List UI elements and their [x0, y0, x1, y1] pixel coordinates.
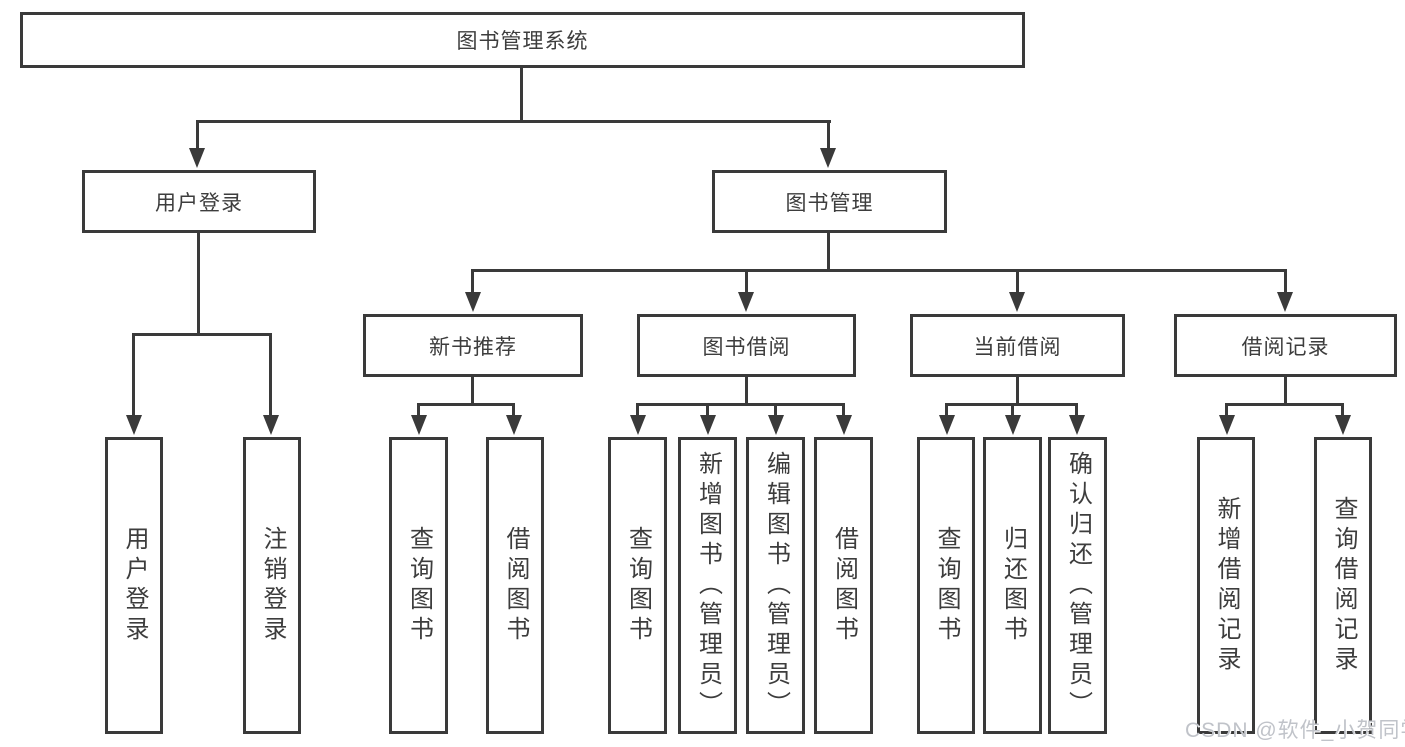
node-new-book-recommend-label: 新书推荐 — [429, 335, 517, 359]
leaf-user-login-label: 用户登录 — [121, 525, 148, 646]
leaf-query-books-2-label: 查询图书 — [624, 525, 652, 646]
connector-user-login-stem — [197, 233, 200, 335]
leaf-return-books-label: 归还图书 — [999, 525, 1027, 646]
leaf-add-borrow-record: 新增借阅记录 — [1197, 437, 1255, 734]
arrowhead-leaf13 — [1335, 415, 1351, 435]
arrowhead-leaf-user-login — [126, 415, 142, 435]
node-book-mgmt: 图书管理 — [712, 170, 947, 233]
node-current-borrowing: 当前借阅 — [910, 314, 1125, 377]
connector-leaf6-drop — [706, 403, 709, 417]
leaf-edit-books-admin-label: 编辑图书（管理员） — [762, 450, 790, 721]
connector-borrow-branch — [636, 403, 844, 406]
node-root-label: 图书管理系统 — [456, 30, 589, 53]
leaf-borrow-books-1: 借阅图书 — [486, 437, 544, 734]
connector-records-stem — [1284, 377, 1287, 405]
leaf-add-borrow-record-label: 新增借阅记录 — [1213, 495, 1240, 676]
leaf-query-books-1-label: 查询图书 — [405, 525, 433, 646]
connector-user-login-branch — [132, 333, 272, 336]
leaf-confirm-return-admin: 确认归还（管理员） — [1048, 437, 1107, 734]
node-book-borrowing: 图书借阅 — [637, 314, 856, 377]
arrowhead-mgmt — [820, 148, 836, 168]
arrowhead-leaf7 — [768, 415, 784, 435]
node-borrowing-records-label: 借阅记录 — [1241, 335, 1330, 359]
connector-current-stem — [1016, 377, 1019, 405]
connector-leaf2-drop — [269, 333, 272, 417]
arrowhead-leaf6 — [700, 415, 716, 435]
leaf-borrow-books-1-label: 借阅图书 — [502, 525, 529, 646]
arrowhead-leaf8 — [836, 415, 852, 435]
leaf-query-borrow-record: 查询借阅记录 — [1314, 437, 1372, 734]
connector-leaf7-drop — [774, 403, 777, 417]
node-borrowing-records: 借阅记录 — [1174, 314, 1397, 377]
connector-records-branch — [1225, 403, 1344, 406]
node-root-system: 图书管理系统 — [20, 12, 1025, 68]
connector-current-drop — [1016, 269, 1019, 294]
leaf-add-books-admin-label: 新增图书（管理员） — [694, 450, 722, 721]
leaf-query-books-3-label: 查询图书 — [933, 525, 960, 646]
connector-root-stem — [520, 68, 523, 121]
arrowhead-leaf12 — [1219, 415, 1235, 435]
connector-leaf8-drop — [842, 403, 845, 417]
connector-leaf10-drop — [1011, 403, 1014, 417]
connector-book-mgmt-stem — [827, 233, 830, 272]
leaf-add-books-admin: 新增图书（管理员） — [678, 437, 737, 734]
arrowhead-leaf10 — [1005, 415, 1021, 435]
leaf-query-books-3: 查询图书 — [917, 437, 975, 734]
arrowhead-leaf-logout — [263, 415, 279, 435]
arrowhead-leaf9 — [939, 415, 955, 435]
leaf-logout: 注销登录 — [243, 437, 301, 734]
leaf-user-login: 用户登录 — [105, 437, 163, 734]
connector-leaf9-drop — [945, 403, 948, 417]
connector-newbook-drop — [471, 269, 474, 294]
arrowhead-leaf3 — [411, 415, 427, 435]
csdn-watermark: CSDN @软件_小贺同学 — [1185, 719, 1405, 742]
arrowhead-leaf5 — [630, 415, 646, 435]
connector-borrow-stem — [745, 377, 748, 405]
leaf-query-books-1: 查询图书 — [389, 437, 448, 734]
connector-borrow-drop — [745, 269, 748, 294]
arrowhead-current — [1009, 292, 1025, 312]
arrowhead-leaf11 — [1069, 415, 1085, 435]
node-user-login-label: 用户登录 — [155, 191, 243, 215]
arrowhead-login — [189, 148, 205, 168]
connector-records-drop — [1284, 269, 1287, 294]
arrowhead-records — [1277, 292, 1293, 312]
leaf-confirm-return-admin-label: 确认归还（管理员） — [1064, 450, 1092, 721]
leaf-query-books-2: 查询图书 — [608, 437, 667, 734]
connector-leaf1-drop — [132, 333, 135, 417]
connector-level1-branch — [196, 120, 831, 123]
arrowhead-borrow — [738, 292, 754, 312]
connector-leaf13-drop — [1341, 403, 1344, 417]
leaf-edit-books-admin: 编辑图书（管理员） — [746, 437, 805, 734]
connector-leaf3-drop — [417, 403, 420, 417]
leaf-return-books: 归还图书 — [983, 437, 1042, 734]
leaf-logout-label: 注销登录 — [259, 525, 286, 646]
arrowhead-leaf4 — [506, 415, 522, 435]
leaf-borrow-books-2-label: 借阅图书 — [830, 525, 858, 646]
connector-level2-branch — [471, 269, 1286, 272]
connector-mgmt-drop — [827, 120, 830, 150]
arrowhead-newbook — [465, 292, 481, 312]
connector-leaf4-drop — [512, 403, 515, 417]
leaf-query-borrow-record-label: 查询借阅记录 — [1330, 495, 1357, 676]
node-current-borrowing-label: 当前借阅 — [973, 335, 1062, 359]
connector-login-drop — [196, 120, 199, 150]
node-book-borrowing-label: 图书借阅 — [702, 335, 791, 359]
connector-newbook-branch — [417, 403, 514, 406]
connector-leaf12-drop — [1225, 403, 1228, 417]
connector-leaf5-drop — [636, 403, 639, 417]
connector-leaf11-drop — [1075, 403, 1078, 417]
connector-newbook-stem — [471, 377, 474, 405]
node-new-book-recommend: 新书推荐 — [363, 314, 583, 377]
leaf-borrow-books-2: 借阅图书 — [814, 437, 873, 734]
node-book-mgmt-label: 图书管理 — [785, 191, 874, 215]
node-user-login: 用户登录 — [82, 170, 316, 233]
